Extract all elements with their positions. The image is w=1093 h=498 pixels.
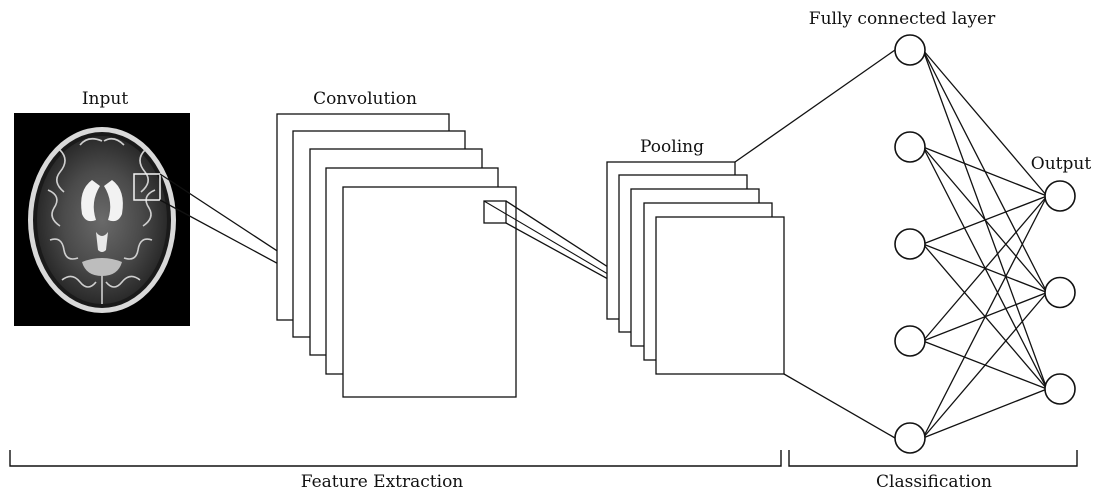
output-node-3 bbox=[1044, 373, 1076, 405]
flatten-line-bottom bbox=[783, 373, 896, 439]
mri-third-ventricle bbox=[96, 232, 108, 252]
fc-node-1 bbox=[894, 34, 926, 66]
fc-node-5 bbox=[894, 422, 926, 454]
pooled-map-5 bbox=[655, 216, 785, 375]
output-node-1 bbox=[1044, 180, 1076, 212]
classification-label: Classification bbox=[876, 472, 992, 492]
fc-edge-4-1 bbox=[922, 195, 1048, 342]
output-label: Output bbox=[1031, 154, 1092, 174]
input-receptive-field bbox=[133, 173, 161, 201]
mri-cerebellum bbox=[82, 258, 122, 276]
mri-ventricle-left bbox=[81, 180, 100, 222]
fc-node-3 bbox=[894, 228, 926, 260]
conv-receptive-field bbox=[483, 200, 507, 224]
fc-node-2 bbox=[894, 131, 926, 163]
pooling-stack bbox=[606, 161, 785, 375]
flatten-line-top bbox=[734, 49, 896, 163]
fc-edge-3-1 bbox=[922, 195, 1048, 245]
feature-extraction-bracket bbox=[9, 450, 782, 467]
pooling-label: Pooling bbox=[640, 137, 704, 157]
fc-node-4 bbox=[894, 325, 926, 357]
convolution-label: Convolution bbox=[313, 89, 417, 109]
output-node-2 bbox=[1044, 276, 1076, 309]
fc-edge-1-1 bbox=[922, 49, 1048, 197]
fc-connections bbox=[922, 49, 1048, 439]
fc-edge-5-3 bbox=[922, 388, 1048, 439]
input-label: Input bbox=[82, 89, 128, 109]
classification-bracket bbox=[788, 450, 1078, 467]
fc-edge-2-1 bbox=[922, 146, 1048, 197]
mri-image bbox=[14, 113, 190, 326]
mri-ventricle-right bbox=[104, 180, 123, 222]
feature-extraction-label: Feature Extraction bbox=[301, 472, 464, 492]
output-layer bbox=[1044, 180, 1076, 405]
fc-edge-5-1 bbox=[922, 195, 1048, 439]
fully-connected-label: Fully connected layer bbox=[809, 9, 996, 29]
fc-layer bbox=[894, 34, 926, 454]
convolution-stack bbox=[276, 113, 517, 398]
fc-edge-5-2 bbox=[922, 292, 1048, 439]
